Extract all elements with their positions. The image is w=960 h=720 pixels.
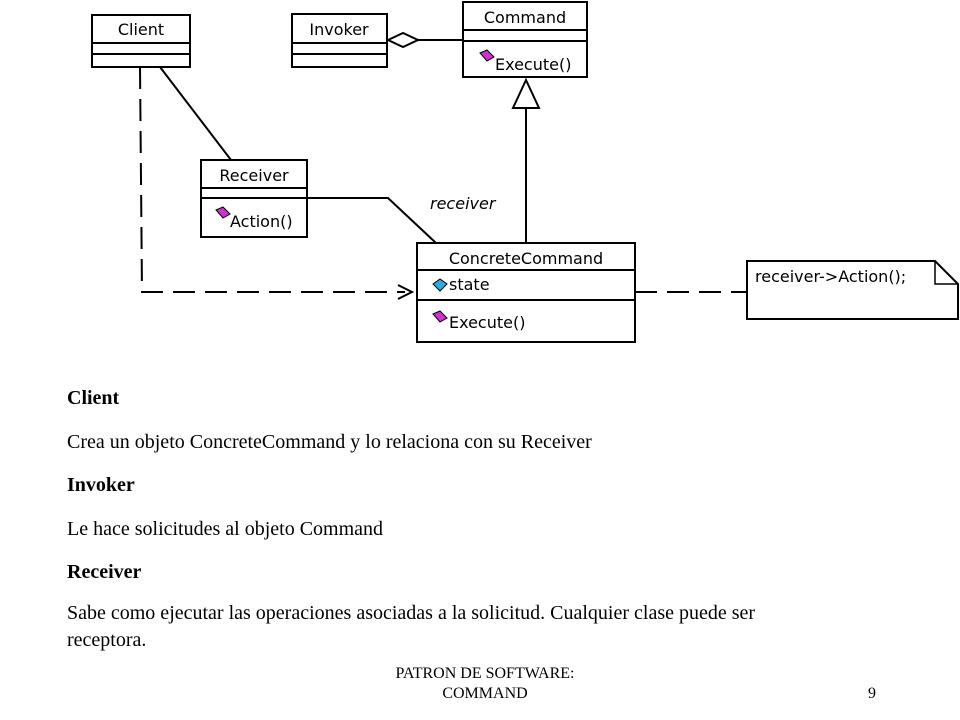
- association-label: receiver: [430, 194, 497, 213]
- uml-class-diagram: Client Invoker Command Execute() Receive…: [91, 1, 959, 343]
- operation-icon: [479, 49, 495, 62]
- receiver-title: Receiver: [67, 561, 142, 583]
- command-operation: Execute(): [495, 55, 571, 74]
- dependency-arrowhead: [397, 284, 415, 300]
- footer-line2: COMMAND: [442, 685, 528, 702]
- receiver-association: [307, 197, 437, 244]
- invoker-class-name: Invoker: [309, 20, 369, 39]
- receiver-operation: Action(): [230, 212, 293, 231]
- receiver-description-line1: Sabe como ejecutar las operaciones asoci…: [67, 602, 756, 624]
- attribute-icon: [432, 278, 448, 292]
- page-number: 9: [868, 685, 876, 702]
- invoker-title: Invoker: [67, 474, 135, 496]
- receiver-class-name: Receiver: [219, 166, 289, 185]
- operation-icon: [432, 310, 448, 323]
- client-receiver-association: [159, 66, 232, 161]
- command-class-name: Command: [484, 8, 566, 27]
- concrete-command-class-name: ConcreteCommand: [449, 249, 603, 268]
- client-class-name: Client: [118, 20, 164, 39]
- footer-line1: PATRON DE SOFTWARE:: [395, 665, 575, 682]
- note-text: receiver->Action();: [755, 267, 906, 286]
- client-title: Client: [67, 387, 120, 409]
- footer-title: PATRON DE SOFTWARE: COMMAND: [370, 664, 600, 704]
- client-description: Crea un objeto ConcreteCommand y lo rela…: [67, 431, 592, 453]
- generalization-triangle: [511, 77, 541, 109]
- aggregation-diamond: [385, 31, 421, 49]
- receiver-description-line2: receptora.: [67, 629, 147, 651]
- operation-icon: [215, 206, 231, 219]
- invoker-description: Le hace solicitudes al objeto Command: [67, 518, 384, 540]
- concrete-command-attribute: state: [449, 275, 490, 294]
- note-box: [746, 260, 959, 320]
- concrete-command-operation: Execute(): [449, 313, 525, 332]
- client-dependency: [139, 66, 405, 293]
